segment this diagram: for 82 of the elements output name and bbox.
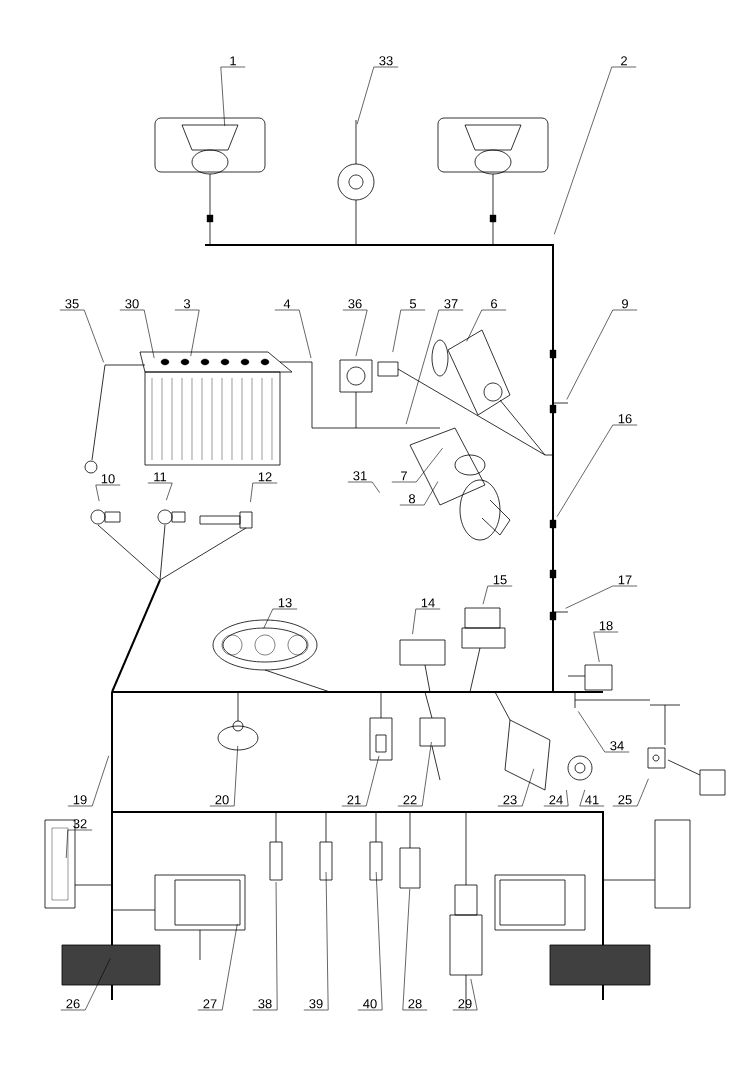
- callout-number: 12: [252, 472, 278, 484]
- callout-number: 39: [303, 999, 329, 1011]
- callout-number: 19: [67, 795, 93, 807]
- callout-number: 31: [347, 471, 373, 483]
- callout-number: 20: [209, 795, 235, 807]
- leader-line: [83, 309, 104, 363]
- callout-number: 16: [612, 414, 638, 426]
- callout-number: 1: [220, 56, 246, 68]
- callout-number: 6: [481, 299, 507, 311]
- callout-number: 7: [391, 471, 417, 483]
- leader-line: [554, 66, 613, 235]
- callout-number: 23: [497, 795, 523, 807]
- leader-line: [65, 829, 69, 859]
- callout-number: 35: [59, 299, 85, 311]
- callout-number: 33: [373, 56, 399, 68]
- leader-line: [220, 66, 226, 127]
- leader-line: [470, 978, 478, 1011]
- callout-number: 15: [487, 575, 513, 587]
- leader-line: [375, 871, 383, 1011]
- callout-number: 11: [147, 472, 173, 484]
- leader-line: [355, 309, 368, 357]
- callout-number: 36: [342, 299, 368, 311]
- leader-line: [556, 424, 614, 517]
- callout-number: 4: [274, 299, 300, 311]
- leader-line: [371, 481, 380, 494]
- callout-number: 40: [357, 999, 383, 1011]
- callout-number: 32: [67, 819, 93, 831]
- leader-line: [402, 888, 411, 1011]
- callout-number: 29: [452, 999, 478, 1011]
- callout-number: 28: [402, 999, 428, 1011]
- leader-line: [593, 631, 600, 663]
- leader-line: [233, 745, 239, 807]
- leader-line: [405, 309, 440, 425]
- leader-line: [221, 923, 238, 1011]
- leader-line: [190, 309, 200, 357]
- leader-line: [95, 484, 100, 502]
- callout-number: 8: [399, 494, 425, 506]
- callout-number: 27: [197, 999, 223, 1011]
- callout-number: 22: [397, 795, 423, 807]
- leader-line: [412, 608, 417, 635]
- callout-number: 9: [612, 299, 638, 311]
- leader-line: [263, 608, 274, 629]
- leader-line: [365, 755, 380, 807]
- leader-line: [415, 447, 443, 483]
- leader-line: [566, 789, 569, 807]
- leader-line: [566, 309, 614, 400]
- leader-line: [356, 66, 375, 125]
- callout-number: 26: [60, 999, 86, 1011]
- callout-number: 24: [543, 795, 569, 807]
- leader-line: [421, 741, 432, 807]
- leader-line: [84, 958, 111, 1011]
- leader-line: [166, 482, 173, 501]
- callout-number: 21: [341, 795, 367, 807]
- leader-line: [250, 482, 254, 503]
- callout-number: 25: [612, 795, 638, 807]
- leader-line: [466, 309, 483, 342]
- callout-number: 18: [593, 621, 619, 633]
- callout-number: 41: [579, 795, 605, 807]
- callout-number: 37: [438, 299, 464, 311]
- leader-line: [482, 585, 489, 605]
- leader-line: [325, 871, 329, 1011]
- callout-number: 14: [415, 598, 441, 610]
- leader-line: [275, 881, 278, 1011]
- leader-line: [298, 309, 312, 359]
- callout-number: 17: [612, 575, 638, 587]
- leader-line: [91, 755, 110, 807]
- callout-number: 2: [611, 56, 637, 68]
- leader-line: [392, 309, 402, 353]
- callout-number: 10: [95, 474, 121, 486]
- leader-line: [423, 481, 439, 506]
- callout-number: 30: [119, 299, 145, 311]
- callout-number: 34: [604, 741, 630, 753]
- callout-number: 5: [400, 299, 426, 311]
- leader-line: [521, 768, 535, 807]
- leader-line: [143, 309, 155, 359]
- leader-line: [577, 711, 606, 753]
- leader-line: [565, 585, 614, 609]
- leader-line: [636, 778, 649, 807]
- leader-line: [579, 789, 586, 807]
- callout-number: 38: [252, 999, 278, 1011]
- callout-number: 13: [272, 598, 298, 610]
- callout-number: 3: [174, 299, 200, 311]
